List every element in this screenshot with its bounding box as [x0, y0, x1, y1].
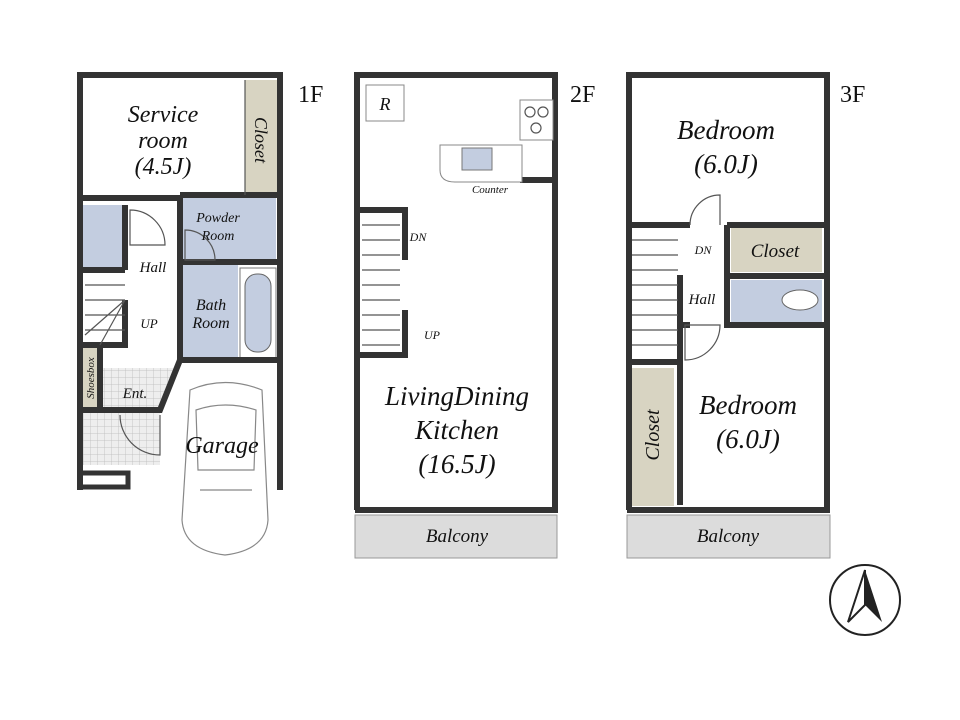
floor-2f: R Counter DN UP LivingDining Kitchen (16… — [354, 72, 595, 559]
dn-2f-label: DN — [409, 230, 428, 244]
bathtub — [244, 273, 272, 353]
service-room-label-1: Service — [128, 102, 199, 128]
north-arrow-icon — [829, 564, 901, 636]
balcony-3f — [626, 514, 831, 559]
balcony-3f-label: Balcony — [697, 526, 760, 547]
bedroom-top-area: (6.0J) — [694, 149, 758, 179]
floor-label-1f: 1F — [298, 82, 323, 108]
floor-label-3f: 3F — [840, 82, 865, 108]
powder-room-label-2: Room — [201, 229, 235, 244]
closet-3f-top-label: Closet — [751, 241, 800, 262]
floor-3f: Bedroom (6.0J) DN Closet Hall Closet Bed… — [626, 72, 865, 559]
refrigerator-label: R — [379, 94, 391, 114]
closet-1f-label: Closet — [251, 117, 271, 164]
up-1f-label: UP — [140, 316, 157, 331]
shoesbox-area — [82, 347, 100, 409]
powder-room-door — [184, 229, 216, 261]
dn-3f-label: DN — [694, 243, 713, 257]
entrance-label: Ent. — [122, 386, 148, 402]
closet-3f-side-area — [632, 368, 674, 506]
closet-1f-area — [245, 80, 278, 195]
hall-door — [129, 209, 166, 246]
service-room-area: (4.5J) — [135, 154, 192, 180]
closet-3f-top-area — [731, 228, 822, 272]
sink-icon — [461, 147, 493, 171]
refrigerator — [365, 84, 405, 122]
entrance-tile — [100, 368, 175, 410]
shoesbox-label: Shoesbox — [85, 357, 97, 399]
balcony-2f-label: Balcony — [426, 526, 489, 547]
counter-label: Counter — [472, 184, 509, 196]
up-2f-label: UP — [424, 328, 441, 342]
balcony-2f — [354, 514, 558, 559]
stove-icon — [519, 99, 554, 141]
bedroom-bottom-label: Bedroom — [699, 390, 797, 420]
hall-3f-label: Hall — [688, 292, 716, 308]
car-icon — [181, 381, 269, 556]
floor-label-2f: 2F — [570, 82, 595, 108]
ldk-label-2: Kitchen — [414, 415, 499, 445]
ldk-label-1: LivingDining — [384, 381, 529, 411]
mailbox — [77, 470, 131, 490]
toilet-icon — [781, 289, 819, 311]
powder-room-label-1: Powder — [195, 211, 240, 226]
closet-3f-side-label: Closet — [642, 409, 664, 461]
powder-room-area — [182, 198, 276, 262]
bedroom-top-label: Bedroom — [677, 115, 775, 145]
hall-1f-label: Hall — [139, 260, 167, 276]
bath-room-area — [182, 265, 238, 358]
floor-1f: Service room (4.5J) Closet Powder Room H… — [77, 72, 323, 556]
entrance-door — [119, 414, 161, 456]
bath-room-label-1: Bath — [196, 297, 226, 314]
ldk-area: (16.5J) — [418, 449, 495, 479]
garage-label: Garage — [185, 433, 259, 459]
bedroom-bottom-area: (6.0J) — [716, 424, 780, 454]
service-room-label-2: room — [138, 128, 188, 154]
bath-room-label-2: Room — [191, 315, 229, 332]
toilet-1f — [82, 205, 125, 270]
